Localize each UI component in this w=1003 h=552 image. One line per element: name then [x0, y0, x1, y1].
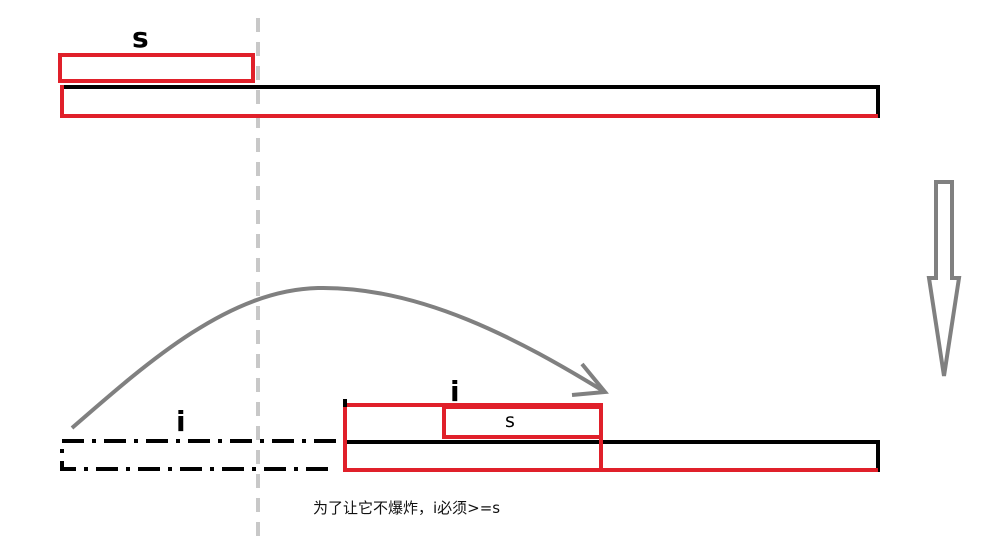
bottom-i-left-label: i: [176, 405, 186, 438]
top-s-box: [58, 53, 255, 83]
bottom-s-label: s: [505, 410, 515, 432]
bottom-dashed-ghost-bar: [60, 439, 336, 471]
curved-arrow: [70, 285, 607, 430]
down-arrow: [926, 180, 962, 377]
top-s-label: s: [132, 21, 149, 54]
curved-arrow-head: [571, 362, 609, 397]
top-long-bar: [60, 85, 880, 118]
bottom-long-bar: [343, 440, 880, 472]
bottom-s-box: [442, 405, 603, 439]
bottom-i-right-label: i: [450, 375, 460, 408]
caption-text: 为了让它不爆炸，i必须>=s: [313, 499, 501, 517]
